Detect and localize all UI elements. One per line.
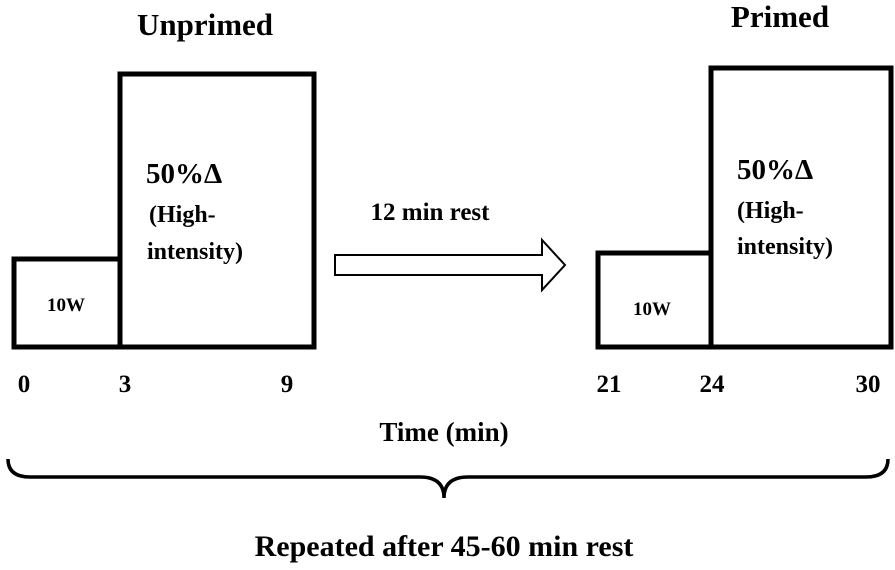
right-arrow-icon <box>334 237 567 293</box>
primed-title: Primed <box>731 0 829 34</box>
unprimed-tick-0: 0 <box>18 371 31 398</box>
primed-baseline-label: 10W <box>633 299 671 320</box>
repeat-brace <box>6 458 890 499</box>
repeat-note: Repeated after 45-60 min rest <box>255 530 634 563</box>
unprimed-tick-3: 3 <box>119 371 132 398</box>
primed-tick-21: 21 <box>597 371 622 398</box>
time-axis-label: Time (min) <box>379 417 508 447</box>
unprimed-baseline-label: 10W <box>47 295 85 316</box>
rest-label: 12 min rest <box>371 199 491 226</box>
unprimed-title: Unprimed <box>137 7 273 42</box>
primed-high-intensity-block <box>708 65 894 350</box>
primed-high-desc-line1: (High- <box>737 198 804 224</box>
unprimed-high-desc-line1: (High- <box>149 202 216 228</box>
unprimed-high-intensity-block <box>117 71 317 350</box>
primed-high-label: 50%Δ <box>737 154 813 186</box>
primed-tick-30: 30 <box>856 371 881 398</box>
unprimed-high-desc-line2: intensity) <box>147 239 243 265</box>
unprimed-high-label: 50%Δ <box>146 158 222 190</box>
primed-high-desc-line2: intensity) <box>737 234 833 260</box>
unprimed-tick-9: 9 <box>281 371 294 398</box>
primed-tick-24: 24 <box>700 371 726 398</box>
